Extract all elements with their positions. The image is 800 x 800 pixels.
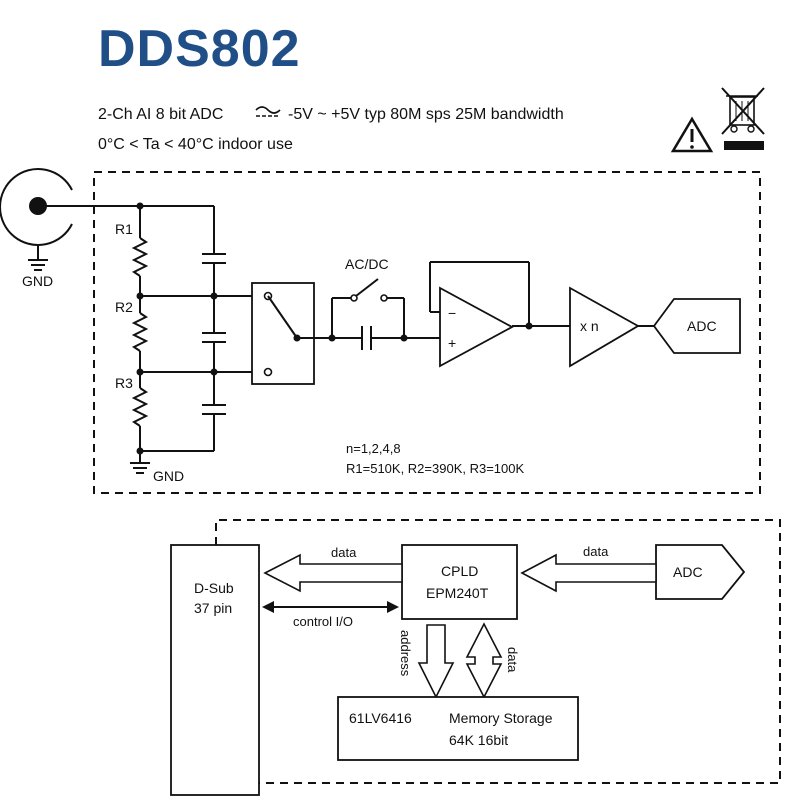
crossed-out-bin-icon	[721, 87, 765, 150]
ac-dc-symbol-icon	[255, 106, 281, 117]
gain-label: x n	[580, 318, 599, 334]
acdc-label: AC/DC	[345, 256, 389, 272]
capacitor-c3	[202, 404, 226, 415]
adc-digital-label: ADC	[673, 564, 703, 580]
memory-title-label: Memory Storage	[449, 710, 553, 726]
dsub-label-2: 37 pin	[194, 600, 232, 616]
r3-label: R3	[115, 375, 133, 391]
op-amp-minus: −	[448, 305, 456, 321]
address-label: address	[398, 630, 413, 677]
bnc-connector-icon	[0, 168, 73, 271]
address-arrow	[417, 624, 455, 699]
cpld-label-2: EPM240T	[426, 585, 489, 601]
r2-label: R2	[115, 299, 133, 315]
data-arrow-left	[263, 553, 403, 593]
attenuator-switch	[251, 282, 315, 385]
frontend-dashed-border	[93, 171, 761, 494]
adc-block-digital	[655, 544, 746, 600]
cpld-block	[401, 544, 518, 620]
resistor-r1	[131, 237, 149, 277]
capacitor-c2	[202, 332, 226, 343]
dsub-connector	[170, 544, 260, 796]
spec-line-2: 0°C < Ta < 40°C indoor use	[98, 136, 293, 153]
adc-frontend-label: ADC	[687, 318, 717, 334]
memory-size-label: 64K 16bit	[449, 732, 508, 748]
gnd-bottom-label: GND	[153, 468, 184, 484]
op-amp-plus: +	[448, 335, 456, 351]
data-arrow-right	[520, 553, 657, 593]
memory-part-label: 61LV6416	[349, 710, 412, 726]
r1-label: R1	[115, 221, 133, 237]
gain-amplifier	[569, 286, 640, 368]
gain-note: n=1,2,4,8	[346, 441, 401, 456]
spec-line-1b: -5V ~ +5V typ 80M sps 25M bandwidth	[288, 106, 564, 123]
cpld-label-1: CPLD	[441, 563, 478, 579]
op-amp-buffer	[439, 286, 514, 368]
resistor-r3	[131, 387, 149, 427]
data-left-label: data	[331, 545, 357, 560]
spec-line-1a: 2-Ch AI 8 bit ADC	[98, 106, 223, 123]
data-right-label: data	[583, 544, 609, 559]
data-vertical-label: data	[505, 647, 520, 673]
coupling-capacitor	[361, 326, 372, 350]
model-title: DDS802	[98, 20, 301, 78]
memory-block	[337, 696, 579, 761]
warning-triangle-icon	[670, 116, 714, 153]
control-io-label: control I/O	[293, 614, 353, 629]
resistor-r2	[131, 312, 149, 352]
control-io-arrow	[262, 601, 399, 613]
data-bidir-arrow	[465, 622, 503, 699]
capacitor-c1	[202, 253, 226, 264]
adc-block-frontend	[652, 298, 741, 354]
gnd-input-label: GND	[22, 273, 53, 289]
dsub-label-1: D-Sub	[194, 580, 234, 596]
resistor-note: R1=510K, R2=390K, R3=100K	[346, 461, 524, 476]
